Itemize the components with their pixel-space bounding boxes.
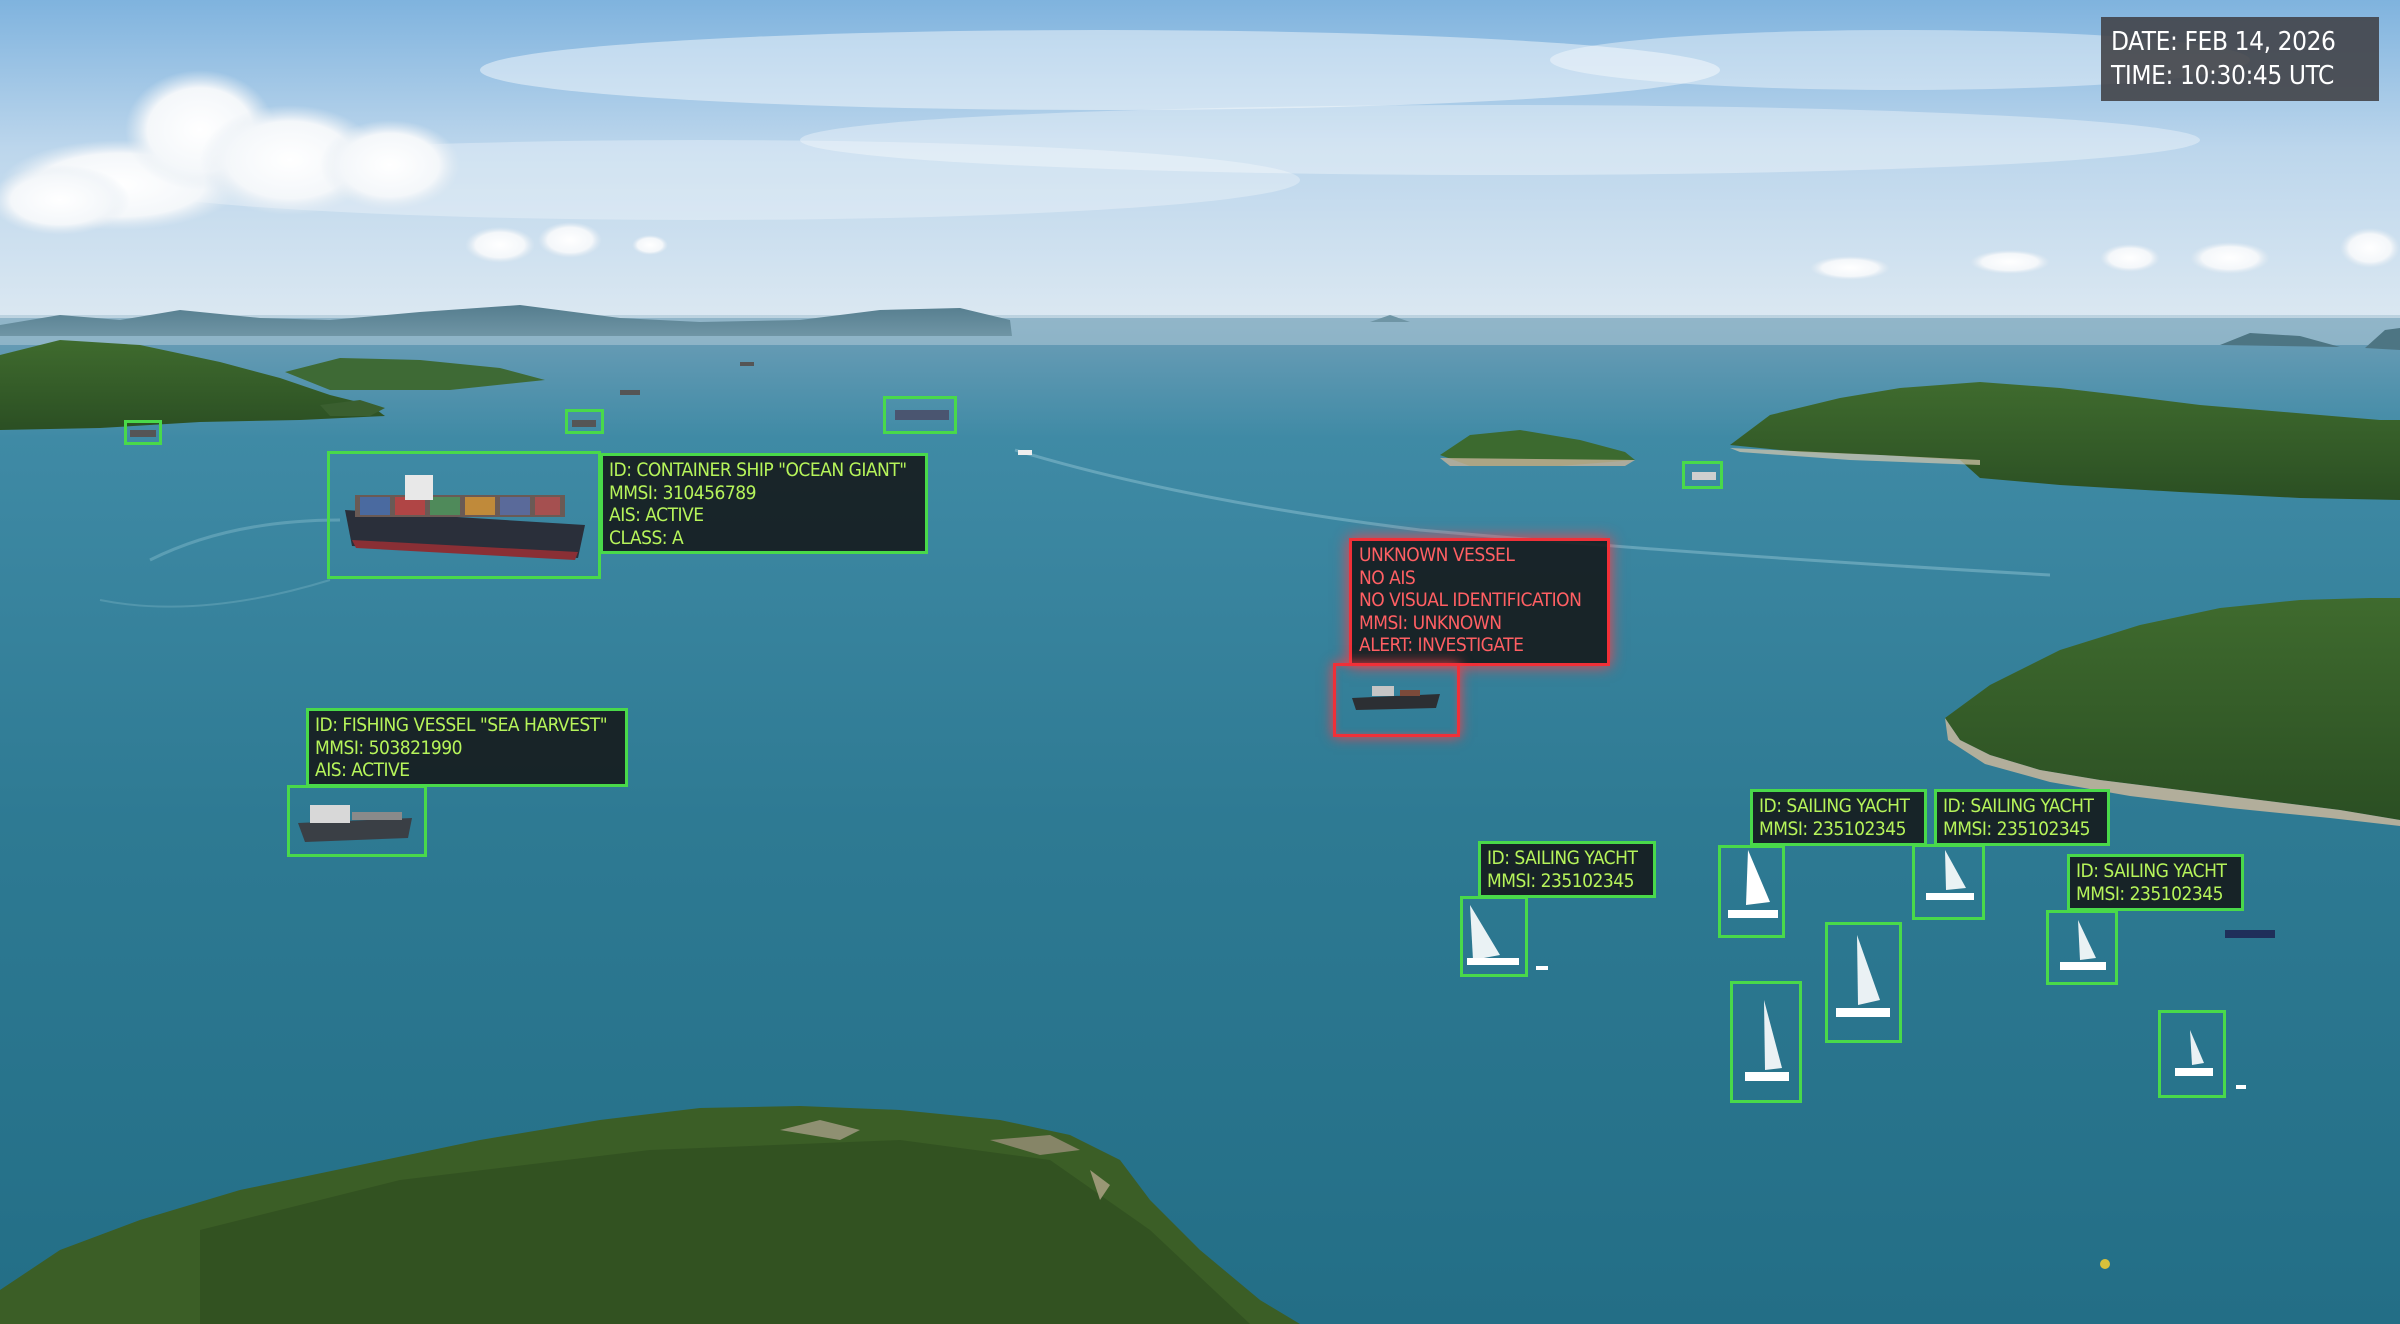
detection-box-small-vessel[interactable] bbox=[124, 420, 162, 445]
label-line: UNKNOWN VESSEL bbox=[1359, 544, 1515, 566]
label-line: ID: CONTAINER SHIP "OCEAN GIANT" bbox=[609, 459, 907, 481]
detection-box-sailing-yacht[interactable] bbox=[2046, 910, 2118, 985]
detection-box-sailing-yacht[interactable] bbox=[2158, 1010, 2226, 1098]
detection-box-sailing-yacht[interactable] bbox=[1718, 845, 1785, 938]
label-line: AIS: ACTIVE bbox=[315, 759, 410, 781]
detection-box-sailing-yacht[interactable] bbox=[1912, 844, 1985, 920]
date-readout: DATE: FEB 14, 2026 bbox=[2111, 27, 2336, 57]
label-line: ID: SAILING YACHT bbox=[1487, 847, 1638, 869]
detection-box-unknown-vessel[interactable] bbox=[1333, 663, 1460, 737]
detection-box-container-ship[interactable] bbox=[327, 451, 601, 579]
label-line: ID: SAILING YACHT bbox=[1943, 795, 2094, 817]
label-container-ship: ID: CONTAINER SHIP "OCEAN GIANT" MMSI: 3… bbox=[600, 453, 928, 554]
label-sailing-yacht: ID: SAILING YACHT MMSI: 235102345 bbox=[1478, 841, 1656, 898]
detection-box-small-vessel[interactable] bbox=[1682, 461, 1723, 489]
timestamp-panel: DATE: FEB 14, 2026 TIME: 10:30:45 UTC bbox=[2101, 17, 2379, 101]
label-line: NO VISUAL IDENTIFICATION bbox=[1359, 589, 1582, 611]
label-line: MMSI: 235102345 bbox=[1759, 817, 1906, 840]
label-line: MMSI: 235102345 bbox=[1943, 817, 2090, 840]
fishing-vessel-shape bbox=[298, 805, 412, 842]
label-line: ID: SAILING YACHT bbox=[2076, 860, 2227, 882]
unknown-vessel-shape bbox=[1352, 686, 1440, 710]
label-line: MMSI: 235102345 bbox=[2076, 882, 2223, 905]
label-sailing-yacht: ID: SAILING YACHT MMSI: 235102345 bbox=[2067, 854, 2244, 911]
label-line: AIS: ACTIVE bbox=[609, 504, 704, 526]
label-line: ALERT: INVESTIGATE bbox=[1359, 634, 1524, 656]
label-line: MMSI: 310456789 bbox=[609, 481, 756, 504]
detection-box-small-vessel[interactable] bbox=[883, 396, 957, 434]
detection-box-sailing-yacht[interactable] bbox=[1825, 922, 1902, 1043]
detection-box-small-vessel[interactable] bbox=[565, 409, 604, 434]
label-line: CLASS: A bbox=[609, 526, 684, 549]
detection-box-sailing-yacht[interactable] bbox=[1460, 896, 1528, 977]
label-unknown-vessel: UNKNOWN VESSEL NO AIS NO VISUAL IDENTIFI… bbox=[1349, 538, 1610, 666]
label-line: MMSI: 503821990 bbox=[315, 736, 462, 759]
label-fishing-vessel: ID: FISHING VESSEL "SEA HARVEST" MMSI: 5… bbox=[306, 708, 628, 787]
container-ship-shape bbox=[345, 475, 585, 560]
label-line: ID: FISHING VESSEL "SEA HARVEST" bbox=[315, 714, 608, 736]
detection-box-sailing-yacht[interactable] bbox=[1730, 981, 1802, 1103]
label-line: MMSI: 235102345 bbox=[1487, 869, 1634, 892]
detection-box-fishing-vessel[interactable] bbox=[287, 785, 427, 857]
time-readout: TIME: 10:30:45 UTC bbox=[2111, 61, 2334, 91]
label-sailing-yacht: ID: SAILING YACHT MMSI: 235102345 bbox=[1934, 789, 2110, 846]
label-line: ID: SAILING YACHT bbox=[1759, 795, 1910, 817]
label-line: NO AIS bbox=[1359, 566, 1416, 589]
label-line: MMSI: UNKNOWN bbox=[1359, 611, 1502, 634]
label-sailing-yacht: ID: SAILING YACHT MMSI: 235102345 bbox=[1750, 789, 1927, 846]
